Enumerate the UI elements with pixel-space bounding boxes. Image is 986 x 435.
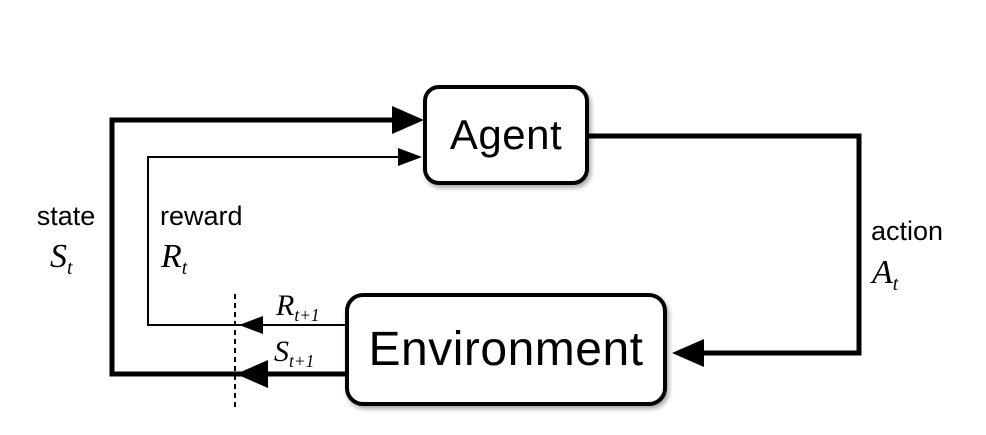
state-loop-line xyxy=(109,117,398,377)
arrowhead-state-into-agent xyxy=(392,106,424,134)
environment-box-label: Environment xyxy=(368,323,644,376)
next-state-letter: S xyxy=(274,335,289,368)
arrowhead-action-into-environment xyxy=(672,339,704,367)
arrowhead-state-at-boundary xyxy=(236,360,268,388)
next-reward-letter: R xyxy=(276,289,295,322)
action-symbol: At xyxy=(872,256,898,295)
arrowhead-reward-into-agent xyxy=(398,148,422,166)
action-symbol-subscript: t xyxy=(892,272,899,295)
reward-label: reward xyxy=(160,201,243,231)
reward-symbol-letter: R xyxy=(161,238,182,275)
action-label: action xyxy=(871,216,944,246)
action-loop-line xyxy=(585,133,862,356)
agent-box-label: Agent xyxy=(449,111,563,158)
next-reward-symbol: Rt+1 xyxy=(276,291,320,324)
next-state-subscript: t+1 xyxy=(289,351,315,372)
state-symbol-letter: S xyxy=(50,238,67,275)
state-symbol: St xyxy=(50,240,72,279)
arrowhead-reward-at-boundary xyxy=(239,316,263,334)
reward-symbol: Rt xyxy=(161,240,187,279)
state-symbol-subscript: t xyxy=(67,256,73,279)
next-reward-subscript: t+1 xyxy=(294,305,320,326)
environment-box: Environment xyxy=(345,293,667,406)
agent-box: Agent xyxy=(423,85,589,185)
action-symbol-letter: A xyxy=(872,254,893,291)
reward-symbol-subscript: t xyxy=(181,256,188,279)
state-label: state xyxy=(36,201,96,231)
next-state-symbol: St+1 xyxy=(274,337,314,370)
